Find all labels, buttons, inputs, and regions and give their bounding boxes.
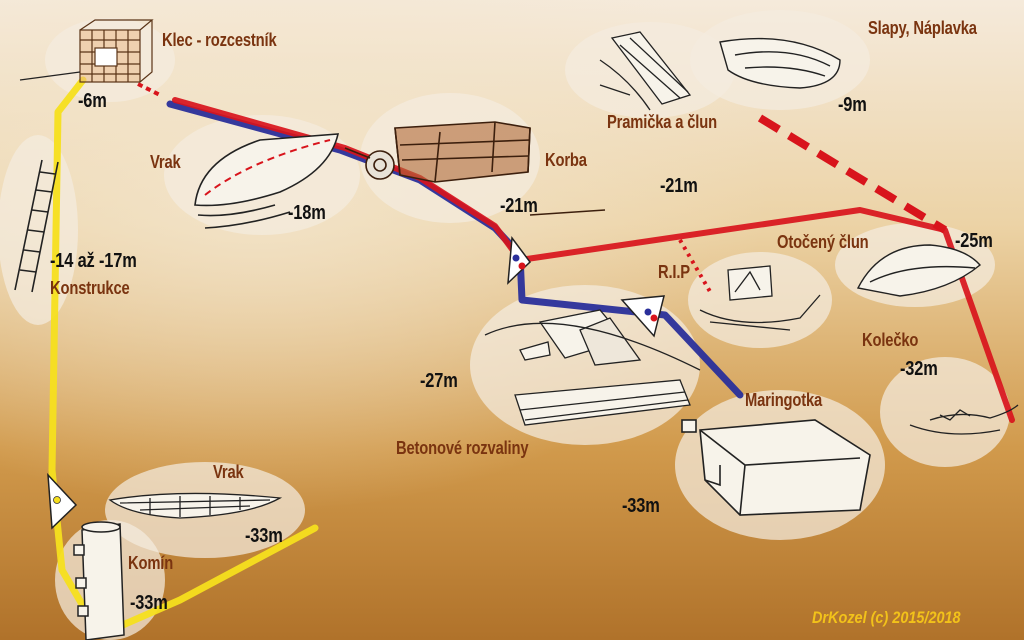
depth-label-maringotka: -33m <box>622 495 660 518</box>
site-label-betonove: Betonové rozvaliny <box>396 438 528 459</box>
depth-label-otoceny: -25m <box>955 230 993 253</box>
depth-label-konstrukce: -14 až -17m <box>50 250 137 273</box>
credit-text: DrKozel (c) 2015/2018 <box>812 608 961 628</box>
site-label-vrak: Vrak <box>150 152 181 173</box>
site-label-komin: Komín <box>128 553 173 574</box>
site-label-konstrukce: Konstrukce <box>50 278 130 299</box>
depth-label-vrak: -18m <box>288 202 326 225</box>
depth-label-klec: -6m <box>78 90 107 113</box>
depth-label-korba: -21m <box>500 195 538 218</box>
site-label-kolecko: Kolečko <box>862 330 918 351</box>
site-label-pramicka: Pramička a člun <box>607 112 717 133</box>
location-title: Slapy, Náplavka <box>868 18 977 39</box>
depth-label-pramicka: -9m <box>838 94 867 117</box>
depth-label-vrak-2: -33m <box>245 525 283 548</box>
site-label-otoceny: Otočený člun <box>777 232 869 253</box>
site-label-rip: R.I.P <box>658 262 690 283</box>
site-label-maringotka: Maringotka <box>745 390 822 411</box>
depth-label-betonove: -27m <box>420 370 458 393</box>
site-label-klec: Klec - rozcestník <box>162 30 277 51</box>
site-label-vrak-2: Vrak <box>213 462 244 483</box>
depth-label-kolecko: -32m <box>900 358 938 381</box>
site-label-korba: Korba <box>545 150 587 171</box>
depth-label-komin: -33m <box>130 592 168 615</box>
depth-label-red-route: -21m <box>660 175 698 198</box>
